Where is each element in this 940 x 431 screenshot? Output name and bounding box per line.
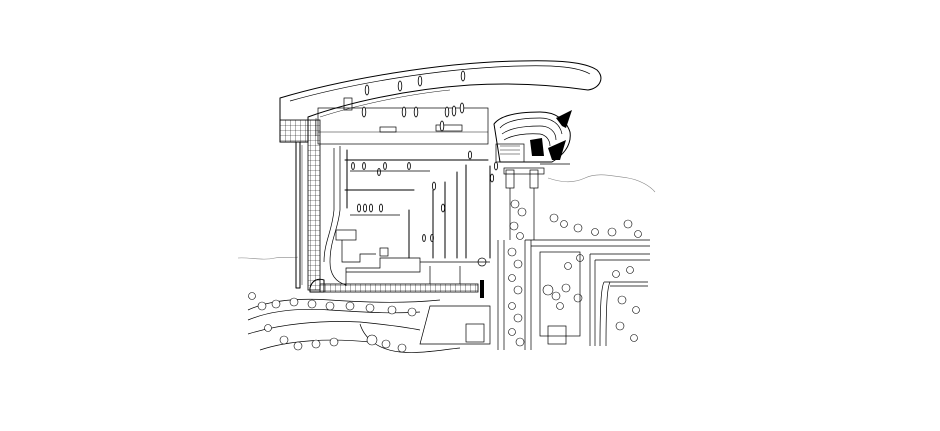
coastline xyxy=(237,174,656,260)
boat-moorings xyxy=(351,70,498,242)
landscaping xyxy=(507,199,642,347)
internal-roads xyxy=(335,229,490,286)
south-quay xyxy=(309,257,487,298)
boulevard xyxy=(497,239,650,350)
breakwater xyxy=(279,60,602,143)
piers xyxy=(505,169,539,240)
terraced-building xyxy=(493,110,572,175)
land-buildings xyxy=(419,251,581,345)
west-quay xyxy=(279,119,347,291)
pontoons xyxy=(344,149,491,259)
south-waterfront xyxy=(247,292,461,353)
